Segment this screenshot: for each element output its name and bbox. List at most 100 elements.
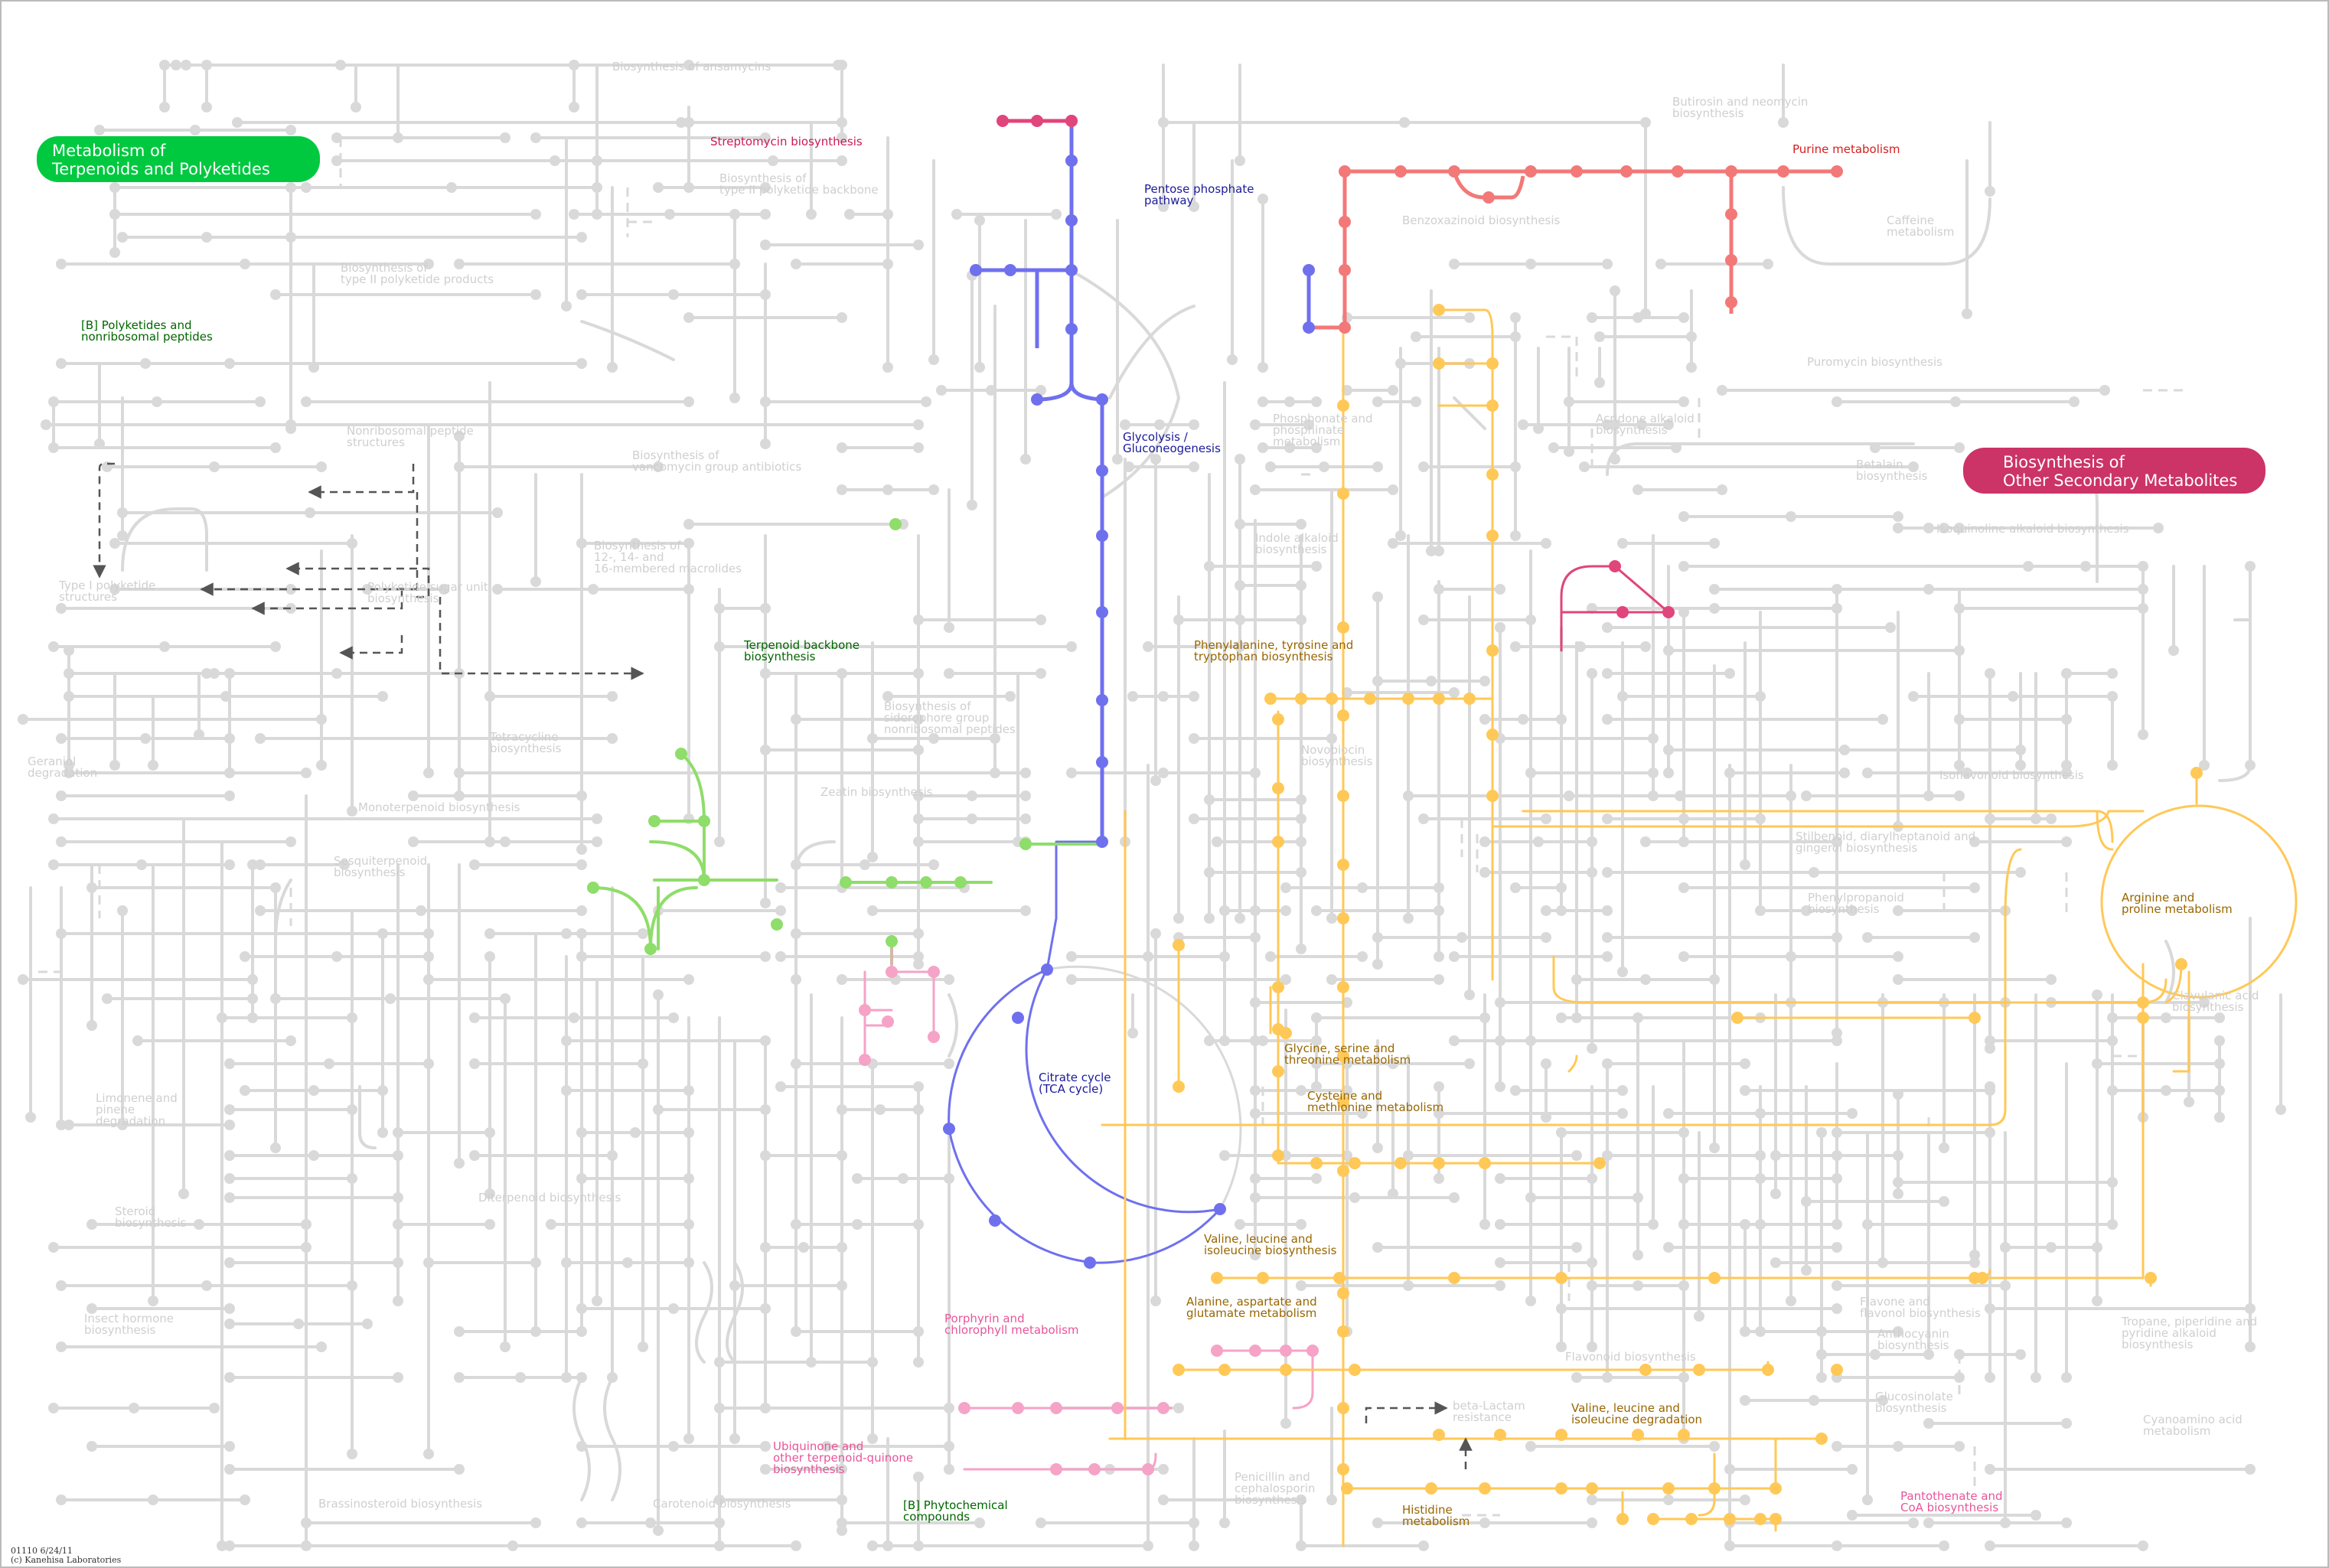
compound-node[interactable]	[944, 1464, 954, 1475]
compound-node[interactable]	[576, 928, 587, 939]
compound-node[interactable]	[974, 362, 985, 373]
compound-node[interactable]	[653, 1525, 664, 1536]
compound-node[interactable]	[2245, 1341, 2256, 1352]
compound-node[interactable]	[1985, 1043, 1995, 1054]
compound-node[interactable]	[1280, 905, 1291, 916]
compound-node[interactable]	[1250, 484, 1261, 495]
compound-node[interactable]	[928, 484, 939, 495]
compound-node[interactable]	[1204, 794, 1215, 805]
compound-node[interactable]	[1870, 442, 1880, 453]
compound-node[interactable]	[760, 1242, 771, 1253]
compound-node[interactable]	[1616, 606, 1629, 618]
compound-node[interactable]	[1678, 1219, 1689, 1230]
compound-node[interactable]	[607, 1150, 618, 1161]
compound-node[interactable]	[576, 1173, 587, 1184]
compound-node[interactable]	[1717, 385, 1727, 396]
compound-node[interactable]	[1610, 285, 1620, 296]
badge-terpenoids[interactable]: Metabolism of Terpenoids and Polyketides	[37, 136, 320, 182]
compound-node[interactable]	[1954, 1349, 1965, 1360]
compound-node[interactable]	[791, 974, 801, 985]
compound-node[interactable]	[928, 966, 940, 978]
compound-node[interactable]	[1065, 115, 1078, 127]
compound-node[interactable]	[1877, 714, 1888, 725]
compound-node[interactable]	[859, 1004, 871, 1016]
compound-node[interactable]	[48, 859, 59, 870]
compound-node[interactable]	[109, 538, 120, 549]
compound-node[interactable]	[1065, 155, 1078, 167]
compound-node[interactable]	[1610, 419, 1620, 430]
compound-node[interactable]	[837, 1464, 847, 1475]
compound-node[interactable]	[2138, 603, 2148, 614]
compound-node[interactable]	[576, 1127, 587, 1138]
compound-node[interactable]	[2245, 760, 2256, 771]
compound-node[interactable]	[1158, 117, 1169, 128]
compound-node[interactable]	[1541, 905, 1551, 916]
compound-node[interactable]	[2080, 561, 2091, 572]
compound-node[interactable]	[2199, 760, 2210, 771]
compound-node[interactable]	[1433, 693, 1445, 705]
compound-node[interactable]	[1333, 1272, 1346, 1284]
compound-node[interactable]	[1786, 511, 1796, 522]
compound-node[interactable]	[1127, 1028, 1138, 1038]
compound-node[interactable]	[2000, 1517, 2011, 1528]
compound-node[interactable]	[1235, 580, 1245, 591]
compound-node[interactable]	[1648, 768, 1659, 778]
compound-node[interactable]	[224, 1303, 235, 1314]
compound-node[interactable]	[1831, 165, 1843, 178]
compound-node[interactable]	[1349, 1192, 1360, 1203]
compound-node[interactable]	[760, 898, 771, 908]
compound-node[interactable]	[194, 729, 204, 740]
compound-node[interactable]	[2214, 1035, 2225, 1046]
compound-node[interactable]	[1571, 1372, 1582, 1383]
compound-node[interactable]	[683, 1127, 694, 1138]
compound-node[interactable]	[714, 1495, 725, 1505]
compound-node[interactable]	[1556, 714, 1567, 725]
compound-node[interactable]	[1954, 645, 1965, 656]
compound-node[interactable]	[1571, 974, 1582, 985]
compound-node[interactable]	[1801, 905, 1812, 916]
compound-node[interactable]	[530, 289, 541, 300]
compound-node[interactable]	[1832, 1173, 1842, 1184]
compound-node[interactable]	[1939, 1143, 1949, 1153]
compound-node[interactable]	[668, 1303, 679, 1314]
compound-node[interactable]	[56, 1341, 67, 1352]
compound-node[interactable]	[1556, 882, 1567, 893]
compound-node[interactable]	[56, 733, 67, 744]
compound-node[interactable]	[301, 1242, 312, 1253]
compound-node[interactable]	[2092, 1058, 2102, 1069]
compound-node[interactable]	[1486, 468, 1499, 481]
compound-node[interactable]	[1150, 775, 1161, 786]
compound-node[interactable]	[255, 859, 266, 870]
compound-node[interactable]	[1587, 1495, 1597, 1505]
compound-node[interactable]	[1847, 1464, 1858, 1475]
compound-node[interactable]	[1111, 1402, 1124, 1414]
compound-node[interactable]	[1272, 981, 1284, 993]
compound-node[interactable]	[1433, 357, 1445, 370]
compound-node[interactable]	[1158, 1495, 1169, 1505]
compound-node[interactable]	[1372, 1517, 1383, 1528]
compound-node[interactable]	[1388, 484, 1398, 495]
compound-node[interactable]	[1272, 1149, 1284, 1162]
compound-node[interactable]	[944, 622, 954, 633]
compound-node[interactable]	[1065, 323, 1078, 335]
compound-node[interactable]	[56, 836, 67, 847]
compound-node[interactable]	[1486, 530, 1499, 542]
compound-node[interactable]	[1296, 1085, 1306, 1096]
compound-node[interactable]	[2015, 760, 2026, 771]
compound-node[interactable]	[791, 714, 801, 725]
compound-node[interactable]	[1158, 201, 1169, 212]
compound-node[interactable]	[561, 1257, 572, 1268]
compound-node[interactable]	[1303, 321, 1315, 334]
compound-node[interactable]	[592, 209, 602, 220]
compound-node[interactable]	[1801, 1265, 1812, 1276]
compound-node[interactable]	[1893, 1441, 1903, 1452]
compound-node[interactable]	[270, 882, 281, 893]
compound-node[interactable]	[1434, 882, 1444, 893]
compound-node[interactable]	[1678, 312, 1689, 323]
